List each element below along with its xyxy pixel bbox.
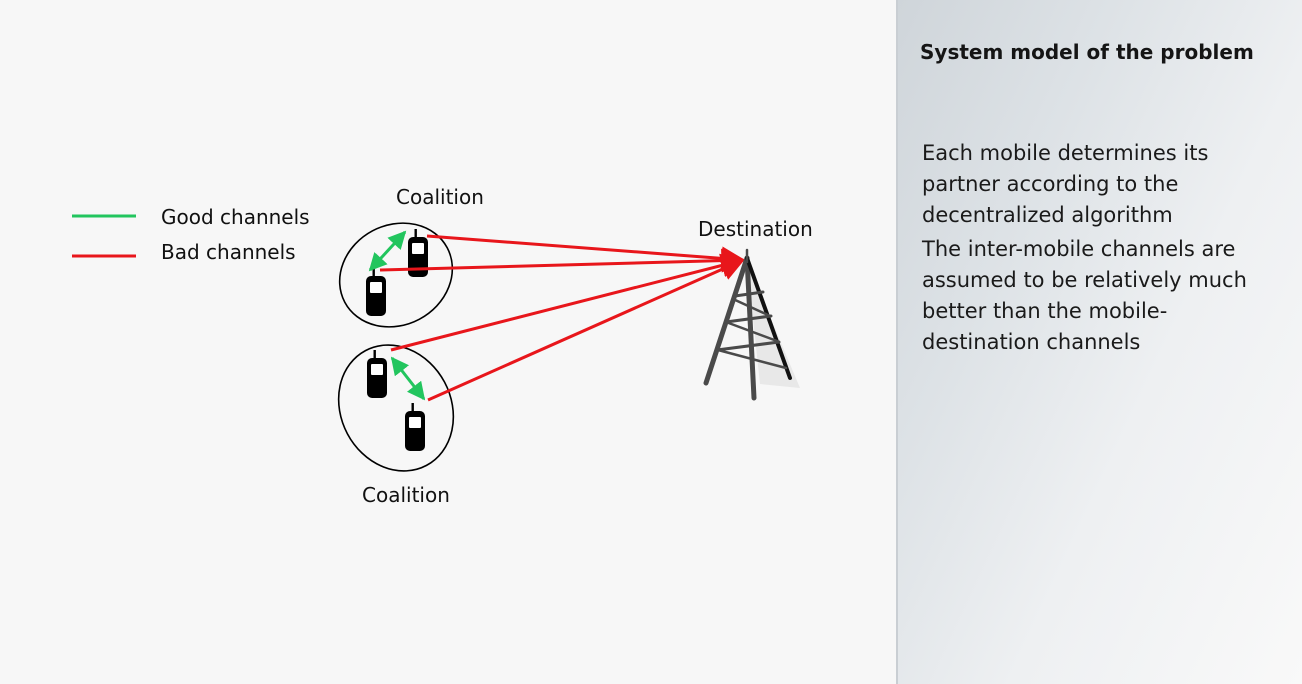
mobile-phone-icon — [366, 268, 386, 316]
bad-channel-arrow — [390, 253, 746, 352]
coalition-bottom-label: Coalition — [362, 483, 450, 507]
coalition-bottom-ellipse — [337, 344, 455, 472]
panel-title: System model of the problem — [920, 40, 1254, 64]
good-channel-arrow — [368, 230, 407, 272]
coalition-top-label: Coalition — [396, 185, 484, 209]
legend-bad-label: Bad channels — [161, 240, 296, 264]
panel-paragraph-1: Each mobile determines its partner accor… — [922, 141, 1209, 227]
panel-paragraph-2: The inter-mobile channels are assumed to… — [922, 237, 1247, 354]
cell-tower-icon — [703, 248, 800, 401]
legend: Good channels Bad channels — [72, 205, 310, 264]
legend-good-label: Good channels — [161, 205, 310, 229]
coalition-top-ellipse — [338, 222, 454, 328]
bad-channel-arrow — [426, 234, 746, 271]
destination-label: Destination — [698, 217, 813, 241]
slide-canvas: Good channels Bad channels Coalition Coa… — [72, 185, 813, 507]
system-model-diagram: Good channels Bad channels Coalition Coa… — [72, 185, 813, 507]
bad-channel-arrow — [427, 257, 746, 402]
mobile-phone-icon — [367, 350, 387, 398]
good-channel-arrow — [390, 356, 426, 401]
mobile-phone-icon — [405, 403, 425, 451]
bad-channel-arrow — [379, 248, 746, 273]
sidebar-panel: System model of the problem Each mobile … — [896, 0, 1302, 684]
